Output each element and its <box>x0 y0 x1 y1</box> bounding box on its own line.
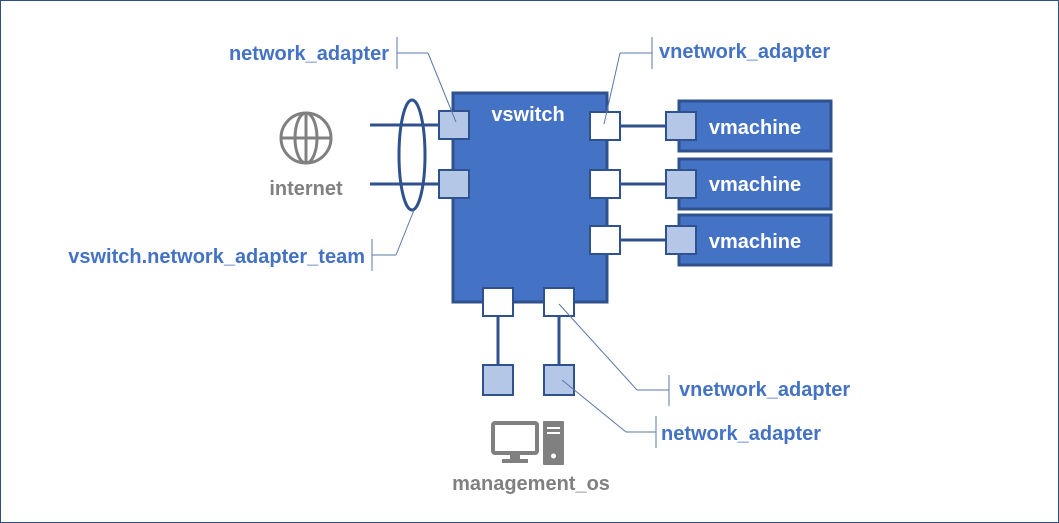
vmachine-3: vmachine <box>665 213 833 267</box>
vnetwork-adapter-bottom-label: vnetwork_adapter <box>679 379 850 401</box>
network-adapter-bottom-label: network_adapter <box>661 423 821 445</box>
vmachine-1: vmachine <box>665 99 833 153</box>
internet-links <box>370 123 439 186</box>
adapter-team-ellipse <box>397 98 427 212</box>
callout-network-adapter-top <box>396 37 457 123</box>
vmachine-2: vmachine <box>665 157 833 211</box>
vport-bottom-2 <box>543 287 575 317</box>
vport-right-2 <box>589 169 621 199</box>
callout-vnetwork-adapter-top <box>603 37 653 125</box>
vswitch-box <box>451 91 609 304</box>
vmachine-label-1: vmachine <box>709 117 801 139</box>
network-adapter-1 <box>438 110 470 140</box>
management-adapter-2 <box>543 364 575 396</box>
vswitch-label: vswitch <box>491 104 564 126</box>
vmachine-label-3: vmachine <box>709 231 801 253</box>
vmachine-adapter-2 <box>665 169 697 199</box>
vmachine-adapter-1 <box>665 111 697 141</box>
callout-vnetwork-adapter-bottom <box>558 303 670 406</box>
network-adapter-top-label: network_adapter <box>229 43 389 65</box>
vport-bottom-1 <box>482 287 514 317</box>
vmachine-label-2: vmachine <box>709 174 801 196</box>
vmachine-adapter-3 <box>665 225 697 255</box>
internet-label: internet <box>269 178 343 200</box>
globe-icon <box>279 111 333 165</box>
adapter-team-label: vswitch.network_adapter_team <box>68 246 365 268</box>
management-links <box>496 316 561 365</box>
management-adapter-1 <box>482 364 514 396</box>
network-adapter-2 <box>438 169 470 199</box>
desktop-computer-icon <box>491 421 564 465</box>
vport-right-1 <box>589 111 621 141</box>
vnetwork-adapter-top-label: vnetwork_adapter <box>659 41 830 63</box>
management-os-label: management_os <box>452 473 610 495</box>
callout-network-adapter-bottom <box>561 379 657 448</box>
callout-adapter-team <box>371 209 415 271</box>
vm-links <box>621 124 666 242</box>
vport-right-3 <box>589 225 621 255</box>
